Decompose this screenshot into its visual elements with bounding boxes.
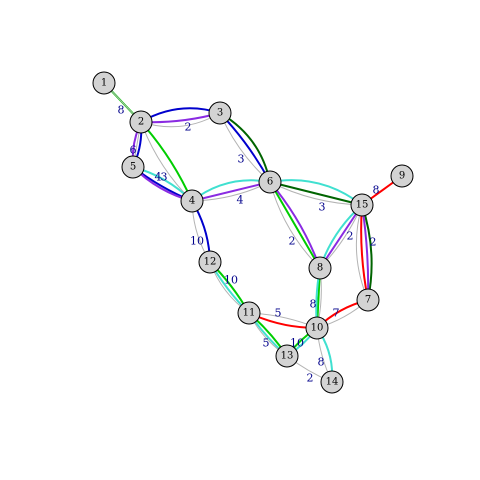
- node-circle: [356, 288, 380, 312]
- node-4: 4: [180, 189, 204, 213]
- node-8: 8: [308, 256, 332, 280]
- edge-weight-label: 3: [161, 171, 168, 184]
- node-label: 3: [217, 108, 223, 119]
- node-circle: [237, 301, 261, 325]
- node-label: 8: [317, 263, 323, 274]
- node-circle: [390, 164, 414, 188]
- node-label: 11: [243, 308, 256, 319]
- node-label: 14: [326, 377, 339, 388]
- node-circle: [320, 370, 344, 394]
- node-12: 12: [198, 250, 222, 274]
- node-7: 7: [356, 288, 380, 312]
- node-label: 10: [311, 323, 324, 334]
- node-label: 9: [399, 171, 405, 182]
- edge-3-6: [219, 112, 271, 183]
- node-label: 15: [356, 200, 369, 211]
- node-11: 11: [237, 301, 261, 325]
- node-label: 1: [101, 78, 107, 89]
- edge-weight-label: 10: [224, 274, 238, 287]
- edge-4-6: [191, 181, 271, 202]
- edge-6-15: [269, 181, 363, 206]
- edge-weight-label: 6: [130, 144, 137, 157]
- edge-weight-label: 5: [275, 307, 282, 320]
- edge-weight-label: 7: [333, 307, 340, 320]
- node-label: 2: [138, 117, 144, 128]
- node-label: 5: [130, 162, 136, 173]
- node-circle: [121, 155, 145, 179]
- edge-weight-label: 4: [237, 194, 244, 207]
- edge-weight-label: 5: [263, 337, 270, 350]
- edge-weight-label: 2: [289, 235, 296, 248]
- node-label: 6: [267, 177, 273, 188]
- edge-weight-label: 8: [318, 356, 325, 369]
- edge-6-8: [269, 181, 321, 269]
- node-label: 4: [189, 196, 195, 207]
- node-label: 7: [365, 295, 371, 306]
- node-circle: [305, 316, 329, 340]
- edge-weight-label: 2: [185, 121, 192, 134]
- edge-weight-label: 3: [319, 201, 326, 214]
- edge-3-6: [219, 112, 271, 183]
- edge-weight-label: 8: [118, 104, 125, 117]
- node-5: 5: [121, 155, 145, 179]
- edge-weight-label: 10: [190, 235, 204, 248]
- edge-weight-label: 2: [307, 372, 314, 385]
- edge-weight-label: 8: [310, 298, 317, 311]
- edge-2-3: [140, 112, 221, 124]
- node-circle: [275, 344, 299, 368]
- node-circle: [198, 250, 222, 274]
- edge-weight-label: 3: [238, 153, 245, 166]
- node-label: 12: [204, 257, 217, 268]
- edge-weight-label: 4: [155, 171, 162, 184]
- node-15: 15: [350, 193, 374, 217]
- node-circle: [92, 71, 116, 95]
- node-13: 13: [275, 344, 299, 368]
- node-6: 6: [258, 170, 282, 194]
- edge-weight-label: 2: [347, 230, 354, 243]
- node-circle: [350, 193, 374, 217]
- node-circle: [258, 170, 282, 194]
- edge-weight-label: 10: [290, 337, 304, 350]
- node-14: 14: [320, 370, 344, 394]
- node-label: 13: [281, 351, 294, 362]
- node-circle: [208, 101, 232, 125]
- node-circle: [180, 189, 204, 213]
- node-2: 2: [129, 110, 153, 134]
- edge-weight-label: 8: [373, 184, 380, 197]
- node-9: 9: [390, 164, 414, 188]
- node-1: 1: [92, 71, 116, 95]
- node-10: 10: [305, 316, 329, 340]
- node-circle: [129, 110, 153, 134]
- node-3: 3: [208, 101, 232, 125]
- edge-weight-label: 2: [370, 236, 377, 249]
- node-circle: [308, 256, 332, 280]
- edge-3-6: [219, 112, 271, 183]
